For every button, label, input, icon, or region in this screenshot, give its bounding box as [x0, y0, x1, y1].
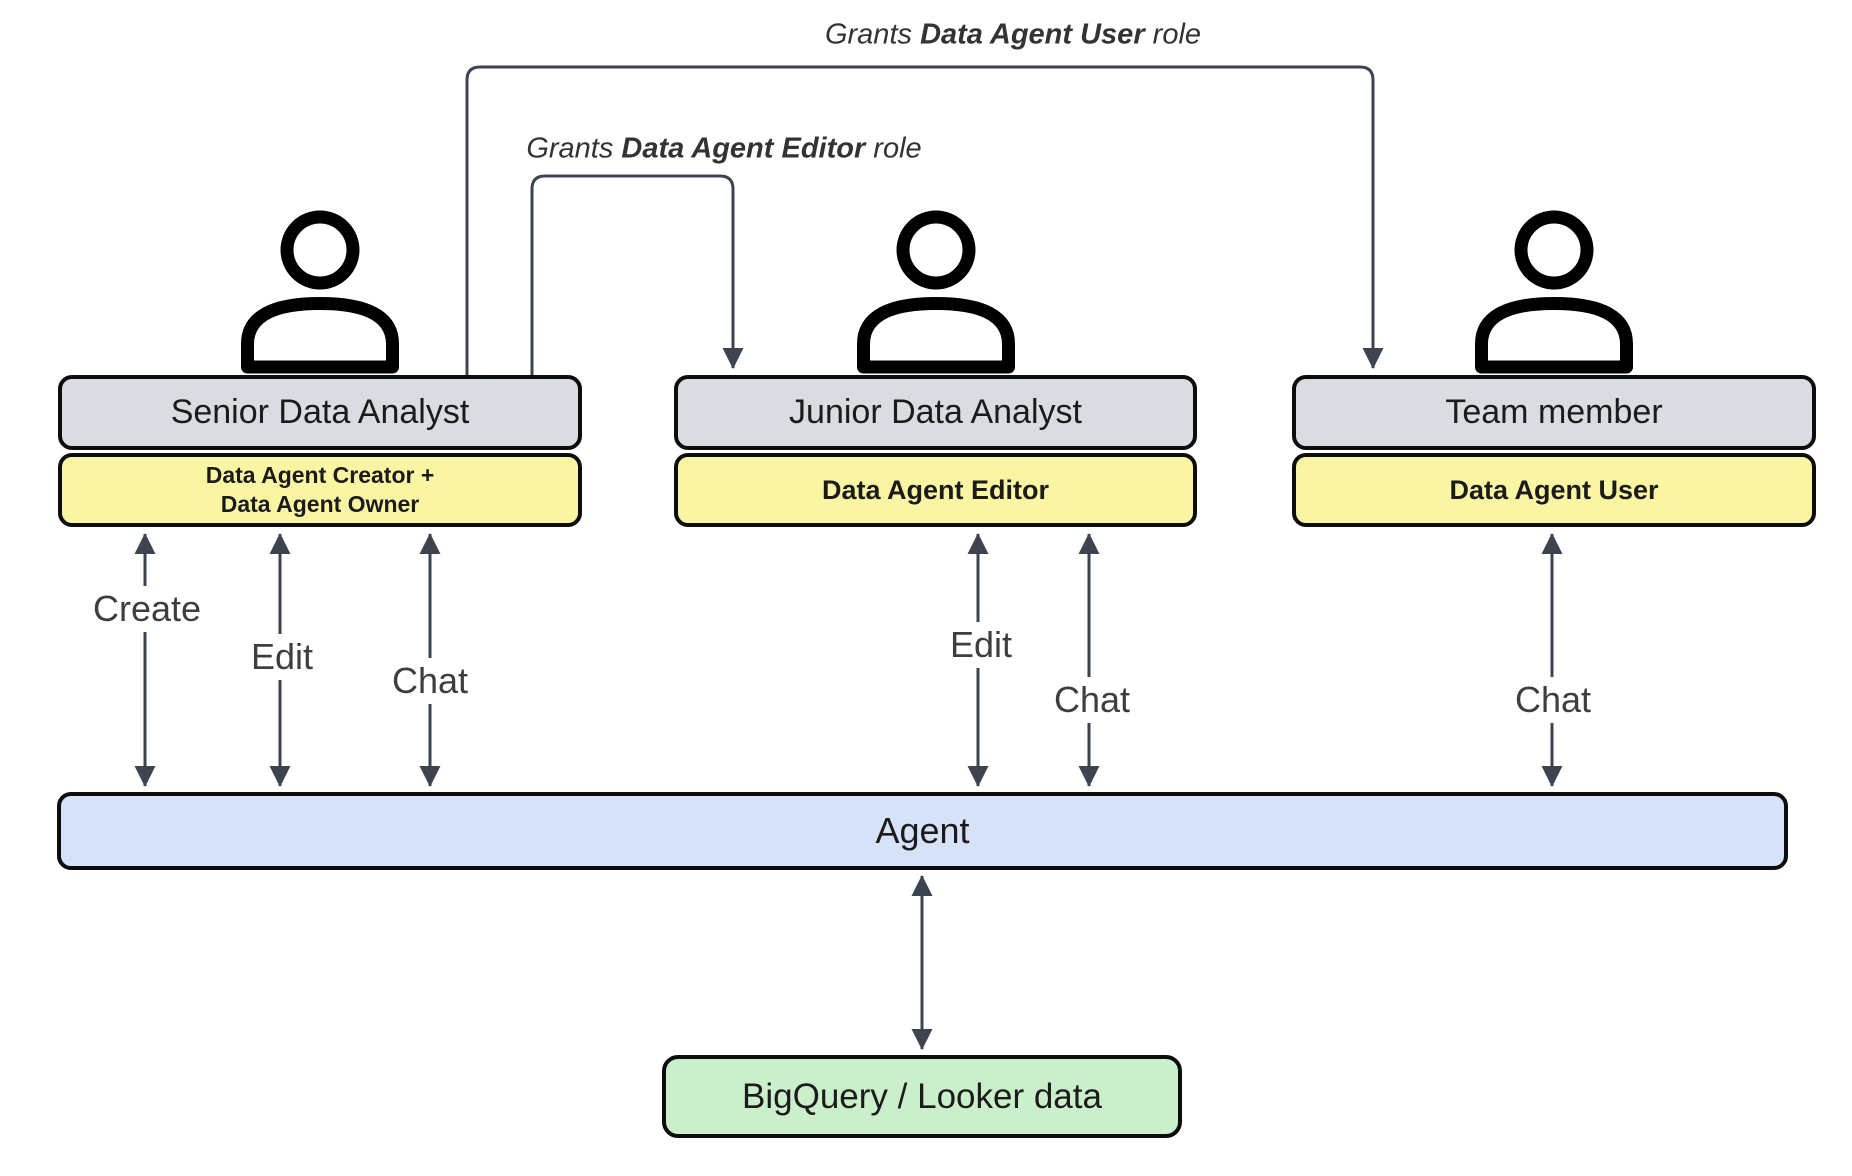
senior-chat-label: Chat: [384, 658, 476, 704]
senior-edit-label: Edit: [243, 634, 321, 680]
agent-bar: Agent: [57, 792, 1788, 870]
agent-label: Agent: [875, 810, 970, 851]
team-member-role: Data Agent User: [1449, 474, 1659, 505]
grant-editor-label-role: Data Agent Editor: [621, 132, 866, 165]
grant-editor-label-suffix: role: [865, 132, 922, 165]
data-source-label: BigQuery / Looker data: [742, 1076, 1102, 1116]
grant-editor-label-prefix: Grants: [526, 132, 622, 165]
junior-edit-label: Edit: [942, 622, 1020, 668]
junior-analyst-role: Data Agent Editor: [821, 474, 1049, 505]
senior-analyst-role-box: Data Agent Creator + Data Agent Owner: [58, 453, 582, 527]
junior-chat-label: Chat: [1046, 677, 1138, 723]
junior-analyst-title: Junior Data Analyst: [789, 393, 1082, 431]
team-member-title: Team member: [1445, 393, 1663, 431]
senior-analyst-title-box: Senior Data Analyst: [58, 375, 582, 450]
junior-analyst-role-box: Data Agent Editor: [674, 453, 1197, 527]
junior-analyst-person-icon: [857, 210, 1015, 374]
team-member-title-box: Team member: [1292, 375, 1816, 450]
team-member-role-box: Data Agent User: [1292, 453, 1816, 527]
data-source-box: BigQuery / Looker data: [662, 1055, 1182, 1138]
grant-user-label: Grants Data Agent User role: [816, 18, 1210, 52]
senior-create-label: Create: [85, 586, 209, 632]
senior-analyst-person-icon: [241, 210, 399, 374]
grant-editor-connector: [530, 174, 744, 375]
senior-analyst-roles: Data Agent Creator + Data Agent Owner: [206, 461, 435, 519]
grant-user-label-role: Data Agent User: [920, 18, 1145, 51]
team-member-person-icon: [1475, 210, 1633, 374]
senior-analyst-title: Senior Data Analyst: [170, 393, 470, 431]
grant-editor-label: Grants Data Agent Editor role: [518, 132, 930, 166]
junior-analyst-title-box: Junior Data Analyst: [674, 375, 1197, 450]
team-chat-label: Chat: [1507, 677, 1599, 723]
grant-user-label-prefix: Grants: [824, 18, 921, 51]
senior-analyst-role-line1: Data Agent Creator +: [205, 462, 435, 489]
grant-user-label-suffix: role: [1144, 18, 1202, 51]
senior-analyst-role-line2: Data Agent Owner: [220, 491, 420, 517]
